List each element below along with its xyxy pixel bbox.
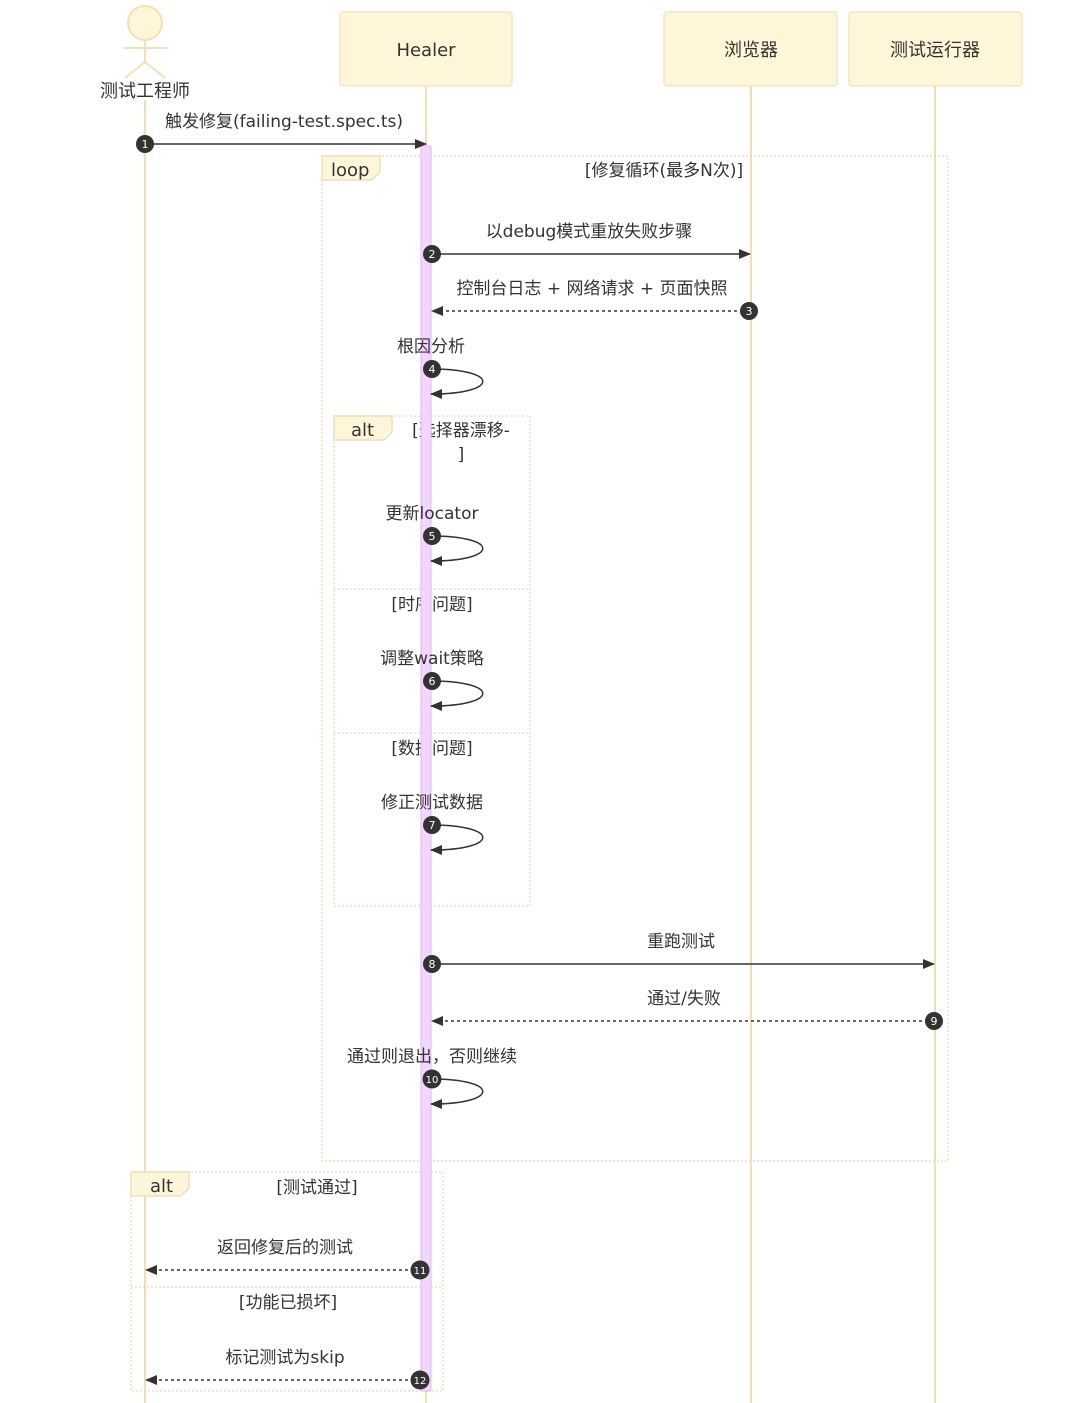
message-1-number: 1 xyxy=(142,138,149,151)
message-1: 触发修复(failing-test.spec.ts) 1 xyxy=(136,112,427,153)
alt-fix-fragment: alt [选择器漂移- ] [时序问题] [数据问题] xyxy=(333,415,531,907)
alt-fix-condition: [选择器漂移- xyxy=(412,421,510,441)
message-7: 修正测试数据 7 xyxy=(381,793,484,855)
message-2-number: 2 xyxy=(429,248,436,261)
message-3: 控制台日志 + 网络请求 + 页面快照 3 xyxy=(431,279,758,320)
message-3-number: 3 xyxy=(746,305,753,318)
message-6-label: 调整wait策略 xyxy=(380,649,484,669)
message-12: 标记测试为skip 12 xyxy=(145,1348,430,1390)
message-5: 更新locator 5 xyxy=(386,504,484,566)
loop-keyword: loop xyxy=(331,160,369,181)
message-10: 通过则退出，否则继续 10 xyxy=(347,1047,517,1109)
message-10-number: 10 xyxy=(426,1075,439,1086)
message-8: 重跑测试 8 xyxy=(423,932,935,973)
message-5-number: 5 xyxy=(429,530,436,543)
alt-fix-else-timing: [时序问题] xyxy=(391,595,472,615)
alt-result-keyword: alt xyxy=(150,1176,173,1197)
participant-runner-label: 测试运行器 xyxy=(890,40,980,61)
message-9-number: 9 xyxy=(931,1015,938,1028)
participant-runner: 测试运行器 xyxy=(848,11,1023,87)
participant-engineer-label: 测试工程师 xyxy=(100,81,190,102)
message-11-number: 11 xyxy=(414,1266,427,1277)
participant-healer: Healer xyxy=(339,11,513,87)
message-4-number: 4 xyxy=(429,363,436,376)
message-8-number: 8 xyxy=(429,958,436,971)
participant-healer-label: Healer xyxy=(396,40,456,61)
participant-browser: 浏览器 xyxy=(663,11,838,87)
message-2-label: 以debug模式重放失败步骤 xyxy=(486,222,693,242)
message-6-number: 6 xyxy=(429,675,436,688)
alt-result-condition: [测试通过] xyxy=(276,1178,357,1198)
message-10-label: 通过则退出，否则继续 xyxy=(347,1047,517,1067)
message-6: 调整wait策略 6 xyxy=(380,649,484,711)
message-12-number: 12 xyxy=(414,1376,427,1387)
participant-browser-label: 浏览器 xyxy=(724,40,778,61)
message-9: 通过/失败 9 xyxy=(431,989,943,1030)
loop-condition: [修复循环(最多N次)] xyxy=(585,161,743,181)
message-2: 以debug模式重放失败步骤 2 xyxy=(423,222,751,263)
alt-result-else-broken: [功能已损坏] xyxy=(239,1293,337,1313)
actor-engineer-icon xyxy=(123,5,167,79)
loop-fragment: loop [修复循环(最多N次)] xyxy=(321,155,949,1162)
message-3-label: 控制台日志 + 网络请求 + 页面快照 xyxy=(456,279,727,299)
healer-activation-bar xyxy=(420,145,432,1392)
message-5-label: 更新locator xyxy=(386,504,479,524)
message-8-label: 重跑测试 xyxy=(647,932,715,952)
alt-fix-condition-line2: ] xyxy=(458,445,465,465)
alt-fix-else-data: [数据问题] xyxy=(391,739,472,759)
message-11-label: 返回修复后的测试 xyxy=(217,1238,353,1258)
message-11: 返回修复后的测试 11 xyxy=(145,1238,430,1280)
message-7-number: 7 xyxy=(429,819,436,832)
message-9-label: 通过/失败 xyxy=(647,989,721,1009)
message-1-label: 触发修复(failing-test.spec.ts) xyxy=(165,112,403,132)
message-12-label: 标记测试为skip xyxy=(225,1348,344,1368)
message-4-label: 根因分析 xyxy=(397,337,465,357)
message-7-label: 修正测试数据 xyxy=(381,793,483,813)
message-4: 根因分析 4 xyxy=(397,337,484,399)
alt-fix-keyword: alt xyxy=(351,420,374,441)
alt-result-fragment: alt [测试通过] [功能已损坏] xyxy=(130,1171,444,1392)
